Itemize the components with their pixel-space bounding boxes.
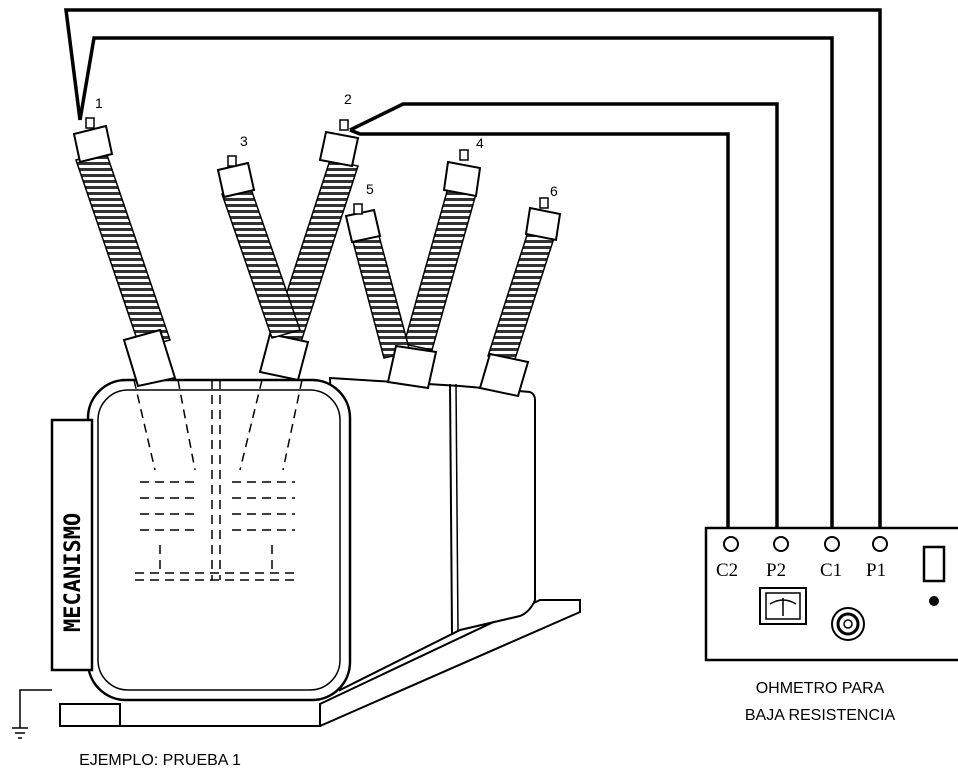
- ohmmeter-caption-line2: BAJA RESISTENCIA: [744, 707, 896, 724]
- knob-icon: [831, 607, 865, 641]
- ohmmeter: C2 P2 C1 P1: [704, 526, 958, 662]
- terminal-3-label: 3: [240, 133, 248, 149]
- bushing-5: [344, 203, 438, 390]
- bushing-1: [72, 117, 177, 388]
- c2-label: C2: [716, 560, 738, 581]
- terminal-6-label: 6: [550, 183, 558, 199]
- power-switch-icon: [922, 545, 946, 583]
- p1-label: P1: [866, 560, 886, 581]
- ground-symbol: [12, 689, 52, 739]
- example-caption: EJEMPLO: PRUEBA 1: [79, 752, 241, 769]
- c1-terminal-icon: [824, 536, 840, 552]
- bushing-6: [478, 197, 562, 398]
- mechanism-box: MECANISMO: [50, 418, 94, 672]
- terminal-4-label: 4: [476, 135, 484, 151]
- p2-terminal-icon: [773, 536, 789, 552]
- tank-front: [86, 378, 352, 702]
- terminal-5-label: 5: [366, 181, 374, 197]
- indicator-light-icon: [929, 596, 939, 606]
- ohmmeter-caption-line1: OHMETRO PARA: [755, 680, 885, 697]
- test-leads: [64, 8, 882, 537]
- terminal-2-label: 2: [344, 91, 352, 107]
- bushing-2: [258, 119, 360, 382]
- bushing-3: [216, 155, 301, 339]
- base-skid: [59, 599, 581, 727]
- terminal-1-label: 1: [95, 95, 103, 111]
- bushing-4: [403, 149, 482, 351]
- mechanism-label: MECANISMO: [61, 513, 86, 632]
- tank-back: [328, 376, 536, 692]
- internal-contacts: [133, 379, 303, 581]
- c2-terminal-icon: [723, 536, 739, 552]
- c1-label: C1: [820, 560, 842, 581]
- p2-label: P2: [766, 560, 786, 581]
- analog-meter-icon: [759, 587, 807, 625]
- p1-terminal-icon: [872, 536, 888, 552]
